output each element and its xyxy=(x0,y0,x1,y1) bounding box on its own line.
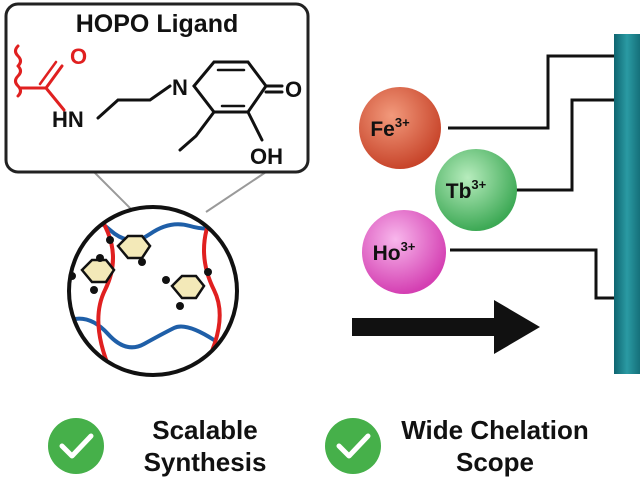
ion-ho-symbol: Ho xyxy=(373,242,401,265)
check-icon xyxy=(325,418,381,474)
ion-fe: Fe3+ xyxy=(359,87,441,169)
ion-tb-symbol: Tb xyxy=(446,180,472,203)
ligand-title: HOPO Ligand xyxy=(76,10,239,38)
ligand-callout: HOPO Ligand O HN N O OH xyxy=(4,2,310,213)
benefit-line: Synthesis xyxy=(143,447,267,477)
ion-tb: Tb3+ xyxy=(435,149,517,231)
atom-o-carbonyl: O xyxy=(70,44,87,69)
big-arrow-icon xyxy=(352,300,540,354)
ion-ho: Ho3+ xyxy=(362,210,446,294)
svg-text:Ho3+: Ho3+ xyxy=(373,239,416,265)
benefit-wide-chelation-scope: Wide Chelation Scope xyxy=(388,414,602,478)
check-icon xyxy=(48,418,104,474)
atom-n-ring: N xyxy=(172,75,188,100)
ligand-box xyxy=(4,2,310,174)
atom-o-ring: O xyxy=(285,77,302,102)
callout-pointer xyxy=(93,171,267,213)
polymer-magnifier xyxy=(67,205,239,377)
atom-oh: OH xyxy=(250,144,283,169)
ion-ho-charge: 3+ xyxy=(401,239,416,254)
benefit-line: Scalable xyxy=(152,415,258,445)
hopo-structure xyxy=(14,44,284,152)
atom-hn: HN xyxy=(52,107,84,132)
benefit-line: Wide Chelation xyxy=(401,415,589,445)
attachment-squiggle xyxy=(14,44,22,98)
ion-tb-charge: 3+ xyxy=(471,177,486,192)
benefit-line: Scope xyxy=(455,447,535,477)
svg-text:Fe3+: Fe3+ xyxy=(370,115,410,141)
material-panel xyxy=(614,34,640,374)
benefit-scalable-synthesis: Scalable Synthesis xyxy=(120,414,290,478)
hopo-motif xyxy=(80,234,206,300)
ion-fe-symbol: Fe xyxy=(370,118,395,141)
svg-text:Tb3+: Tb3+ xyxy=(446,177,487,203)
ion-fe-charge: 3+ xyxy=(395,115,410,130)
